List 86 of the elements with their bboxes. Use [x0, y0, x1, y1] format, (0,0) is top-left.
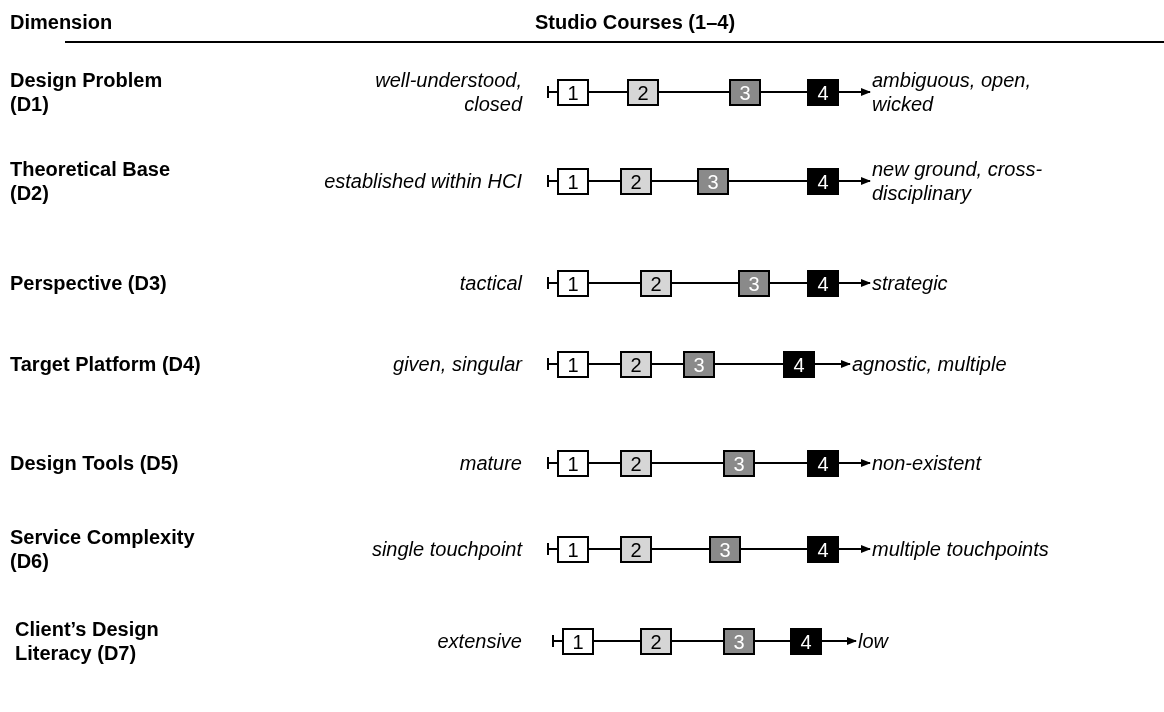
scale-end-label: agnostic, multiple	[852, 352, 1152, 376]
arrow	[814, 360, 851, 368]
dimension-label: Service Complexity (D6)	[10, 525, 196, 573]
scale-start-label: well-understood, closed	[374, 68, 522, 116]
scale-line	[588, 462, 621, 464]
scale-line	[651, 548, 710, 550]
course-number-box: 4	[807, 535, 839, 563]
dimension-label: Perspective (D3)	[10, 271, 168, 295]
dimension-label: Design Problem (D1)	[10, 68, 164, 116]
scale-line	[754, 462, 808, 464]
scale-start-label: established within HCI	[323, 169, 522, 193]
scale-start-label: mature	[458, 451, 522, 475]
scale-line	[588, 180, 621, 182]
dimension-label: Theoretical Base (D2)	[10, 157, 172, 205]
scale-line	[740, 548, 808, 550]
course-number-box: 2	[640, 627, 672, 655]
scale-line	[547, 462, 558, 464]
scale-line	[547, 282, 558, 284]
course-number-box: 4	[790, 627, 822, 655]
scale-line	[754, 640, 791, 642]
scale-line	[588, 548, 621, 550]
scale-end-label: low	[858, 629, 1158, 653]
course-number-box: 1	[557, 535, 589, 563]
arrow	[838, 88, 871, 96]
scale-end-label: strategic	[872, 271, 1164, 295]
scale-line	[658, 91, 730, 93]
course-number-box: 4	[807, 78, 839, 106]
scale-start-label: given, singular	[392, 352, 522, 376]
course-number-box: 2	[620, 167, 652, 195]
scale-line	[593, 640, 641, 642]
arrow	[838, 459, 871, 467]
dimension-label: Client’s Design Literacy (D7)	[15, 617, 160, 665]
course-number-box: 3	[738, 269, 770, 297]
course-number-box: 4	[807, 167, 839, 195]
arrow	[838, 279, 871, 287]
scale-end-label: non-existent	[872, 451, 1164, 475]
course-number-box: 1	[562, 627, 594, 655]
scale-line	[728, 180, 808, 182]
arrow	[821, 637, 857, 645]
scale-line	[769, 282, 808, 284]
scale-line	[714, 363, 784, 365]
course-number-box: 1	[557, 269, 589, 297]
dimension-label: Target Platform (D4)	[10, 352, 202, 376]
course-number-box: 3	[709, 535, 741, 563]
scale-end-label: ambiguous, open, wicked	[872, 68, 1072, 116]
course-number-box: 2	[620, 449, 652, 477]
scale-line	[547, 91, 558, 93]
scale-line	[588, 282, 641, 284]
scale-start-label: single touchpoint	[370, 537, 522, 561]
scale-line	[552, 640, 563, 642]
scale-line	[588, 91, 628, 93]
arrow	[838, 177, 871, 185]
course-number-box: 2	[620, 535, 652, 563]
scale-line	[760, 91, 808, 93]
course-number-box: 4	[783, 350, 815, 378]
scale-line	[547, 548, 558, 550]
scale-line	[651, 363, 684, 365]
course-number-box: 3	[729, 78, 761, 106]
course-number-box: 2	[640, 269, 672, 297]
scale-start-label: extensive	[436, 629, 522, 653]
scale-line	[547, 180, 558, 182]
course-number-box: 3	[723, 627, 755, 655]
arrow	[838, 545, 871, 553]
scale-end-label: multiple touchpoints	[872, 537, 1164, 561]
scale-line	[547, 363, 558, 365]
course-number-box: 3	[723, 449, 755, 477]
dimension-label: Design Tools (D5)	[10, 451, 180, 475]
scale-line	[588, 363, 621, 365]
course-number-box: 1	[557, 449, 589, 477]
course-number-box: 4	[807, 449, 839, 477]
course-number-box: 1	[557, 78, 589, 106]
course-number-box: 3	[683, 350, 715, 378]
scale-start-label: tactical	[458, 271, 522, 295]
course-number-box: 3	[697, 167, 729, 195]
course-number-box: 2	[627, 78, 659, 106]
scale-line	[671, 640, 724, 642]
scale-line	[651, 462, 724, 464]
scale-line	[651, 180, 698, 182]
course-number-box: 4	[807, 269, 839, 297]
scale-end-label: new ground, cross-disciplinary	[872, 157, 1087, 205]
column-header: Dimension	[10, 10, 113, 34]
column-header: Studio Courses (1–4)	[535, 10, 736, 34]
course-number-box: 1	[557, 350, 589, 378]
scale-line	[671, 282, 739, 284]
course-number-box: 1	[557, 167, 589, 195]
course-number-box: 2	[620, 350, 652, 378]
